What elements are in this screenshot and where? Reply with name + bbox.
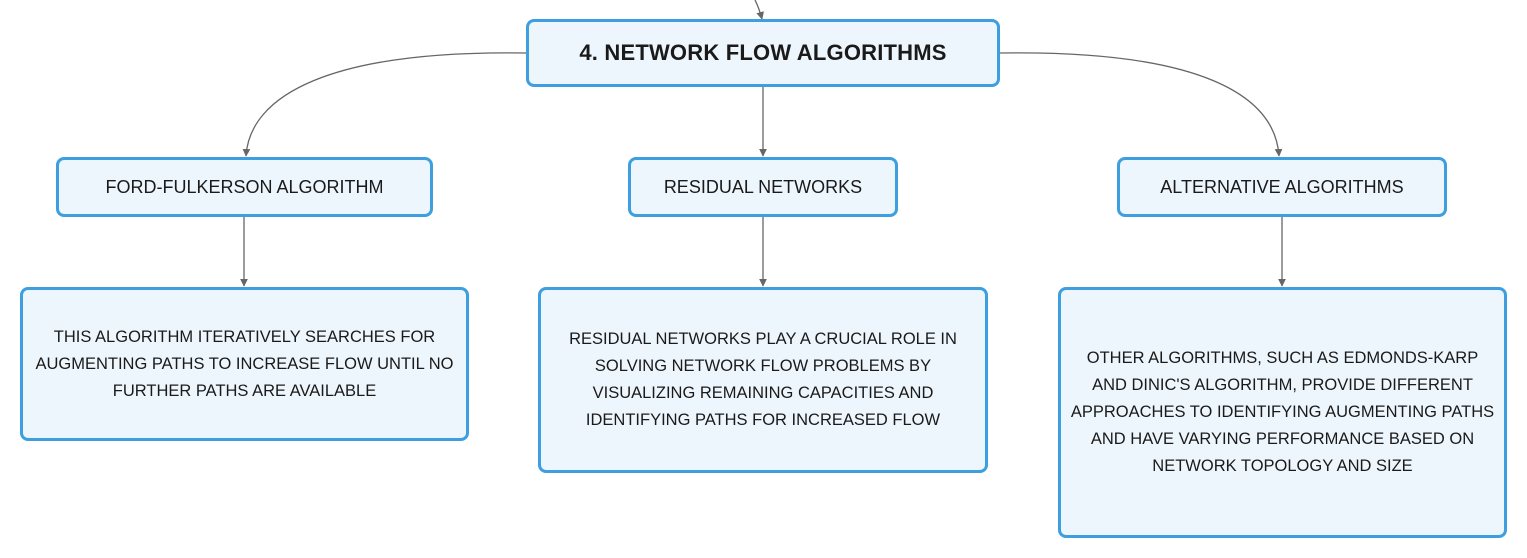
branch-node-label: FORD-FULKERSON ALGORITHM: [105, 176, 384, 197]
branch-node-residual-networks[interactable]: RESIDUAL NETWORKS: [628, 157, 898, 217]
branch-node-label: ALTERNATIVE ALGORITHMS: [1160, 176, 1404, 197]
detail-node-text: RESIDUAL NETWORKS PLAY A CRUCIAL ROLE IN…: [569, 330, 957, 429]
branch-node-alternative-algorithms[interactable]: ALTERNATIVE ALGORITHMS: [1117, 157, 1447, 217]
detail-node-text: THIS ALGORITHM ITERATIVELY SEARCHES FOR …: [35, 327, 454, 400]
root-node-title: 4. NETWORK FLOW ALGORITHMS: [579, 40, 947, 65]
root-node[interactable]: 4. NETWORK FLOW ALGORITHMS: [526, 19, 1000, 87]
connector-parent-to-root: [754, 0, 764, 20]
detail-node-residual-networks[interactable]: RESIDUAL NETWORKS PLAY A CRUCIAL ROLE IN…: [538, 287, 988, 473]
connector-root-to-alternative-algorithms: [999, 52, 1283, 157]
branch-node-label: RESIDUAL NETWORKS: [663, 176, 863, 197]
detail-node-alternative-algorithms[interactable]: OTHER ALGORITHMS, SUCH AS EDMONDS-KARP A…: [1058, 287, 1507, 538]
detail-node-ford-fulkerson[interactable]: THIS ALGORITHM ITERATIVELY SEARCHES FOR …: [20, 287, 469, 441]
connector-root-to-ford-fulkerson: [242, 52, 527, 157]
detail-node-text: OTHER ALGORITHMS, SUCH AS EDMONDS-KARP A…: [1070, 349, 1495, 475]
branch-node-ford-fulkerson[interactable]: FORD-FULKERSON ALGORITHM: [56, 157, 433, 217]
